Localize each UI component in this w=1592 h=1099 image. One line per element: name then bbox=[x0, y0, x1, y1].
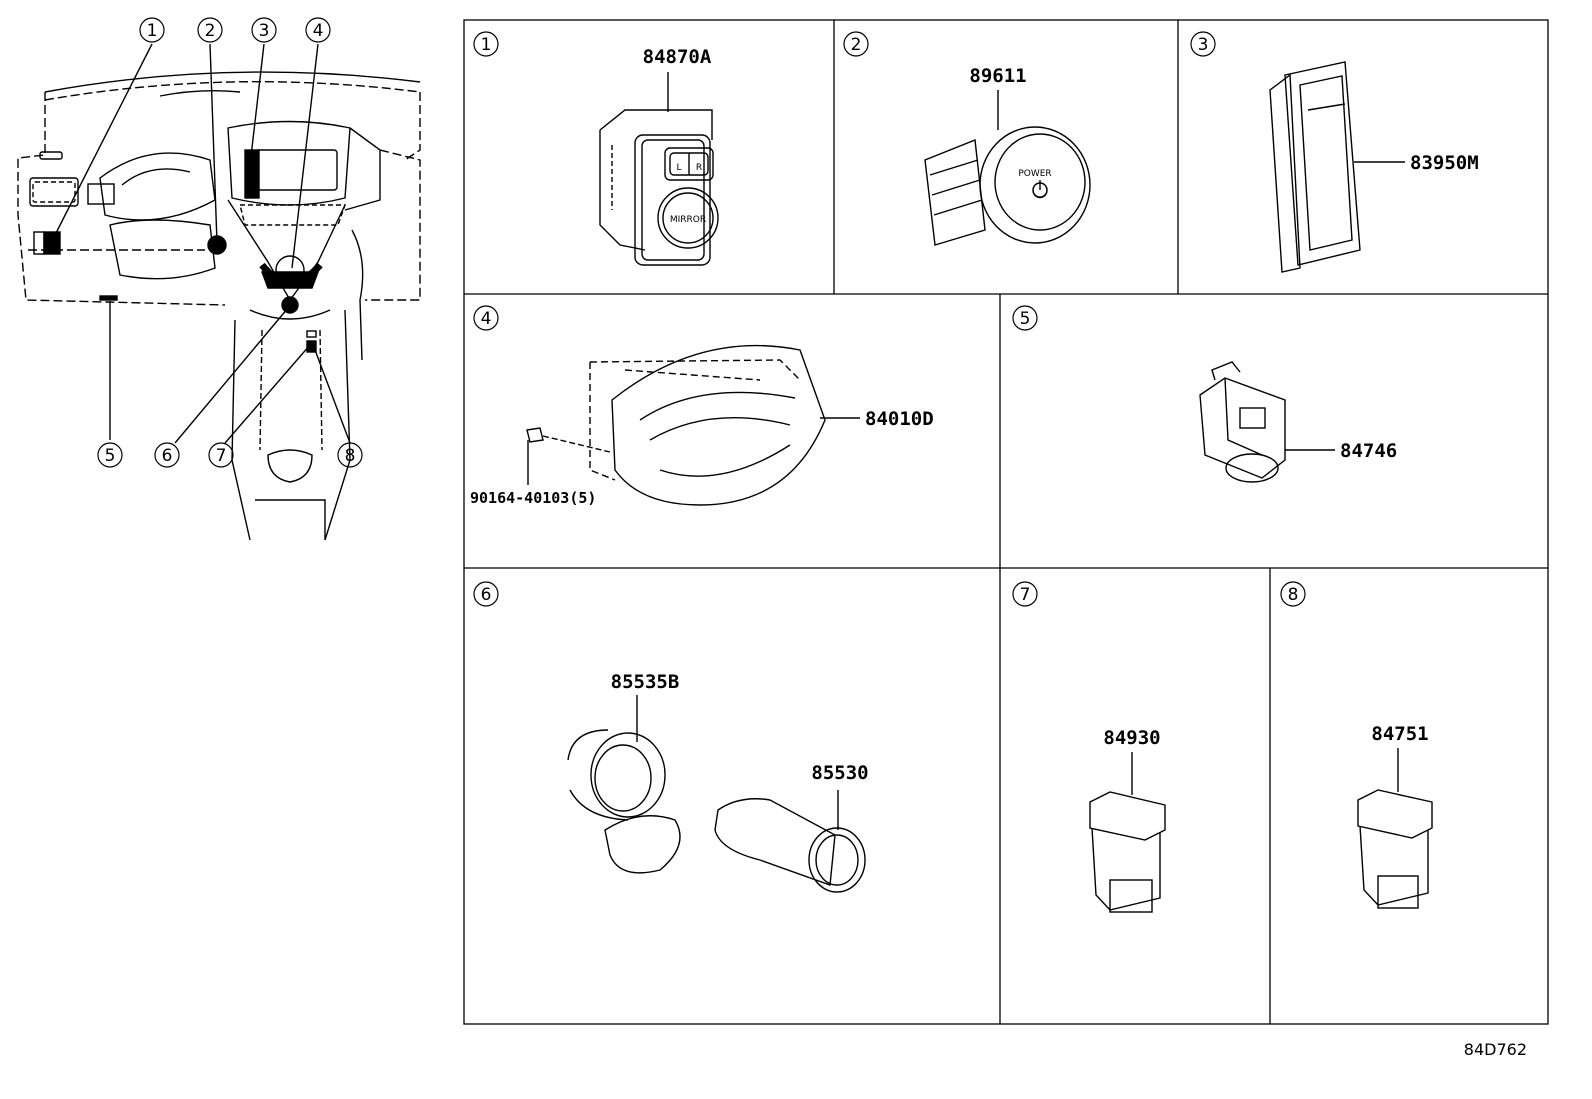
switch-8-drawing bbox=[1357, 748, 1433, 909]
part-number-83950M: 83950M bbox=[1410, 152, 1479, 174]
panel-4-number: 4 bbox=[481, 309, 492, 329]
mirror-r-label: R bbox=[696, 163, 702, 173]
power-icon bbox=[1032, 186, 1048, 199]
part-number-84010D: 84010D bbox=[865, 408, 934, 430]
panel-7-number: 7 bbox=[1020, 585, 1031, 605]
overview-callout-2: 2 bbox=[205, 21, 216, 41]
part-number-90164-40103: 90164-40103(5) bbox=[470, 489, 596, 507]
power-outlet-drawing bbox=[567, 695, 866, 893]
switch-panel-drawing bbox=[1269, 61, 1405, 273]
part-number-84870A: 84870A bbox=[643, 46, 712, 68]
panel-8-number: 8 bbox=[1288, 585, 1299, 605]
socket-drawing bbox=[1199, 361, 1335, 483]
power-switch-drawing bbox=[924, 90, 1091, 246]
overview-callout-8: 8 bbox=[345, 446, 356, 466]
mirror-label: MIRROR bbox=[670, 215, 706, 225]
panel-number-circles bbox=[473, 31, 1306, 607]
overview-callout-6: 6 bbox=[162, 446, 173, 466]
switch-7-drawing bbox=[1089, 752, 1166, 913]
panel-1-number: 1 bbox=[481, 35, 492, 55]
overview-callout-7: 7 bbox=[216, 446, 227, 466]
panel-3-number: 3 bbox=[1198, 35, 1209, 55]
overview-callout-5: 5 bbox=[105, 446, 116, 466]
power-label: POWER bbox=[1018, 169, 1051, 179]
diagram-code: 84D762 bbox=[1464, 1040, 1527, 1059]
panel-grid bbox=[463, 19, 1549, 1025]
mirror-l-label: L bbox=[676, 163, 681, 173]
part-number-84746: 84746 bbox=[1340, 440, 1397, 462]
panel-6-number: 6 bbox=[481, 585, 492, 605]
part-number-85535B: 85535B bbox=[611, 671, 680, 693]
overview-callout-4: 4 bbox=[313, 21, 324, 41]
panel-2-number: 2 bbox=[851, 35, 862, 55]
mirror-switch-drawing bbox=[599, 72, 719, 266]
overview-callout-3: 3 bbox=[259, 21, 270, 41]
part-number-84751: 84751 bbox=[1371, 723, 1428, 745]
overview-callouts bbox=[97, 17, 363, 468]
switch-assy-drawing bbox=[526, 344, 860, 506]
panel-5-number: 5 bbox=[1020, 309, 1031, 329]
part-number-89611: 89611 bbox=[969, 65, 1026, 87]
overview-callout-1: 1 bbox=[147, 21, 158, 41]
part-number-84930: 84930 bbox=[1103, 727, 1160, 749]
part-number-85530: 85530 bbox=[811, 762, 868, 784]
